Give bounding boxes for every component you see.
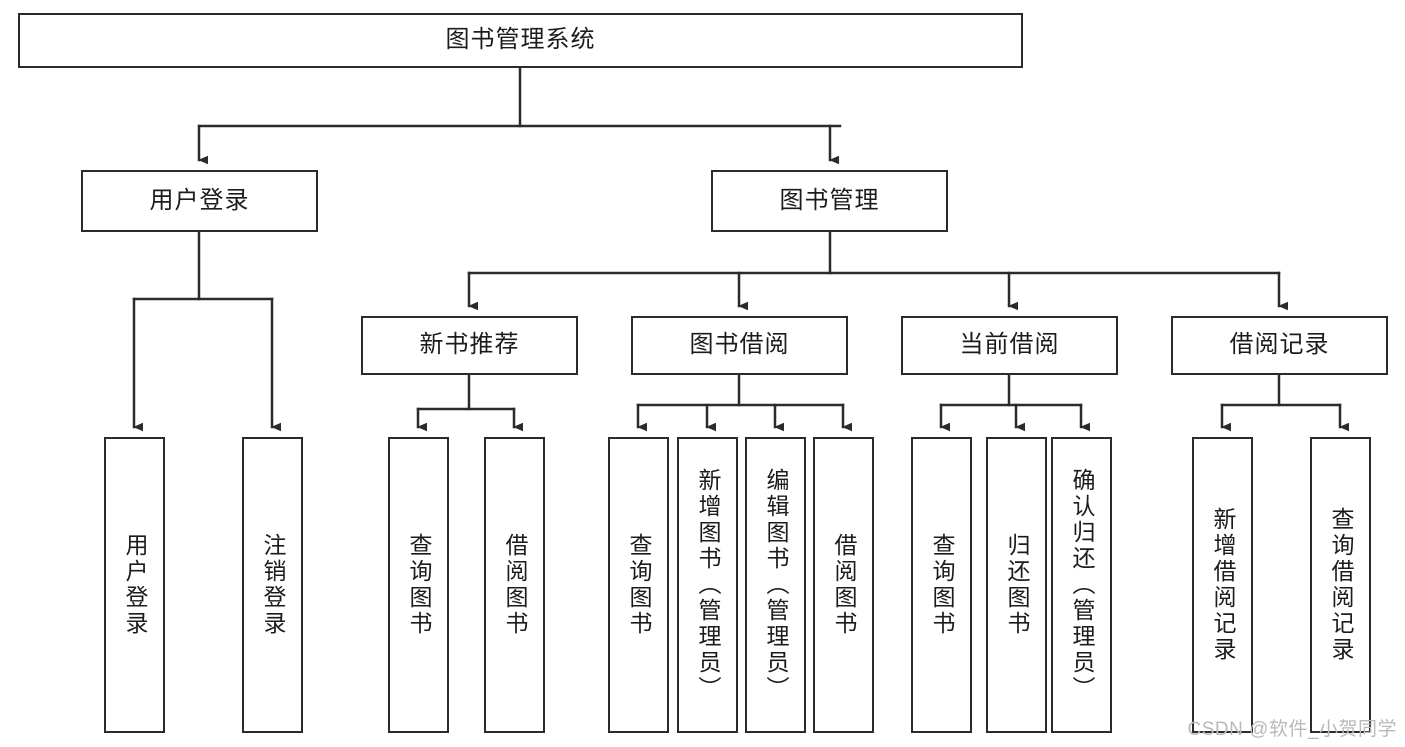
node-leaf-return-book[interactable]: 归还图书 bbox=[986, 437, 1047, 733]
node-leaf-confirm-return-admin[interactable]: 确认归还（管理员） bbox=[1051, 437, 1112, 733]
node-current-borrow-label: 当前借阅 bbox=[959, 331, 1060, 359]
node-borrow-record[interactable]: 借阅记录 bbox=[1171, 316, 1388, 375]
node-leaf-add-borrow-record-label: 新增借阅记录 bbox=[1210, 507, 1237, 663]
node-borrow-record-label: 借阅记录 bbox=[1229, 331, 1330, 359]
node-leaf-return-book-label: 归还图书 bbox=[1004, 533, 1031, 637]
node-leaf-logout-login[interactable]: 注销登录 bbox=[242, 437, 303, 733]
node-leaf-borrow-book[interactable]: 借阅图书 bbox=[813, 437, 874, 733]
node-leaf-query-book-borrow[interactable]: 查询图书 bbox=[608, 437, 669, 733]
node-leaf-user-login[interactable]: 用户登录 bbox=[104, 437, 165, 733]
node-book-management[interactable]: 图书管理 bbox=[711, 170, 948, 232]
node-leaf-add-book-admin-label: 新增图书（管理员） bbox=[695, 468, 722, 702]
node-leaf-add-borrow-record[interactable]: 新增借阅记录 bbox=[1192, 437, 1253, 733]
node-new-book-recommend[interactable]: 新书推荐 bbox=[361, 316, 578, 375]
node-leaf-edit-book-admin[interactable]: 编辑图书（管理员） bbox=[745, 437, 806, 733]
watermark-text: CSDN @软件_小贺同学 bbox=[1187, 719, 1397, 740]
node-book-management-label: 图书管理 bbox=[779, 186, 880, 214]
node-leaf-query-book-recommend-label: 查询图书 bbox=[406, 533, 433, 637]
node-leaf-confirm-return-admin-label: 确认归还（管理员） bbox=[1069, 468, 1096, 702]
node-user-login[interactable]: 用户登录 bbox=[81, 170, 318, 232]
node-current-borrow[interactable]: 当前借阅 bbox=[901, 316, 1118, 375]
node-leaf-query-borrow-record-label: 查询借阅记录 bbox=[1328, 507, 1355, 663]
node-leaf-borrow-book-label: 借阅图书 bbox=[831, 533, 858, 637]
node-leaf-query-book-borrow-label: 查询图书 bbox=[626, 533, 653, 637]
node-leaf-logout-login-label: 注销登录 bbox=[260, 533, 287, 637]
node-root-label: 图书管理系统 bbox=[445, 26, 596, 54]
node-book-borrow[interactable]: 图书借阅 bbox=[631, 316, 848, 375]
node-root[interactable]: 图书管理系统 bbox=[18, 13, 1023, 68]
node-leaf-edit-book-admin-label: 编辑图书（管理员） bbox=[763, 468, 790, 702]
node-leaf-add-book-admin[interactable]: 新增图书（管理员） bbox=[677, 437, 738, 733]
node-leaf-query-book-current[interactable]: 查询图书 bbox=[911, 437, 972, 733]
node-leaf-query-book-recommend[interactable]: 查询图书 bbox=[388, 437, 449, 733]
node-new-book-recommend-label: 新书推荐 bbox=[419, 331, 520, 359]
node-leaf-borrow-book-recommend[interactable]: 借阅图书 bbox=[484, 437, 545, 733]
node-leaf-query-borrow-record[interactable]: 查询借阅记录 bbox=[1310, 437, 1371, 733]
node-leaf-borrow-book-recommend-label: 借阅图书 bbox=[502, 533, 529, 637]
node-book-borrow-label: 图书借阅 bbox=[689, 331, 790, 359]
node-user-login-label: 用户登录 bbox=[149, 186, 250, 214]
node-leaf-user-login-label: 用户登录 bbox=[122, 533, 149, 637]
node-leaf-query-book-current-label: 查询图书 bbox=[929, 533, 956, 637]
